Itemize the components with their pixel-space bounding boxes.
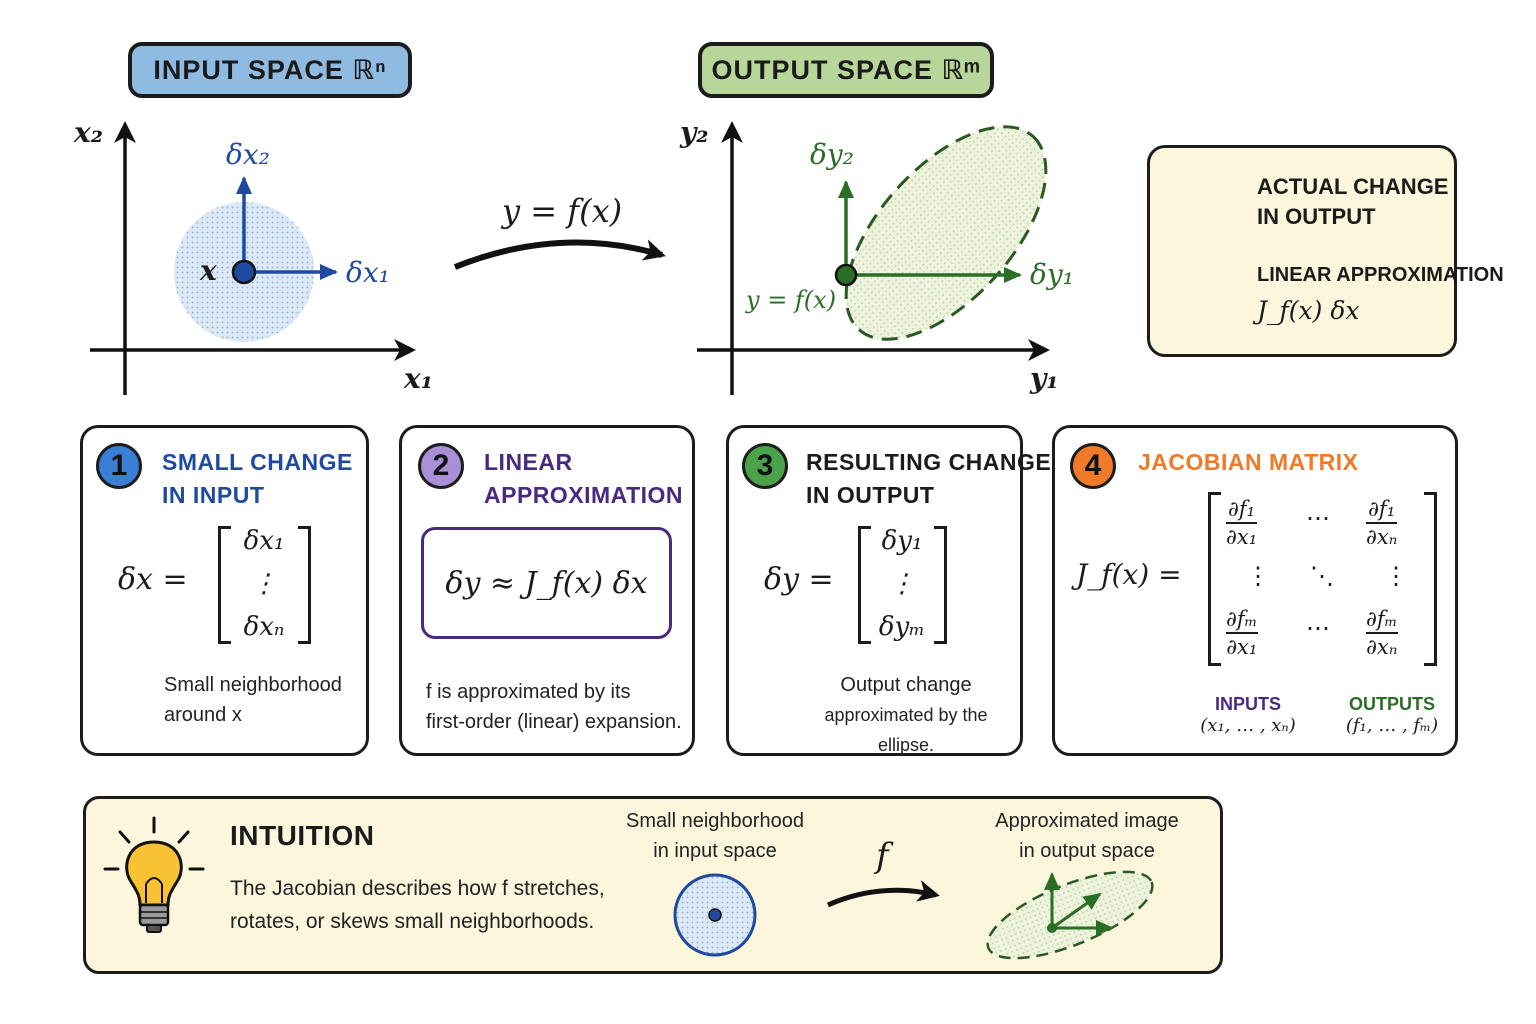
- intuition-text: The Jacobian describes how f stretches,r…: [230, 877, 605, 933]
- card-jacobian-matrix: [1052, 425, 1458, 756]
- card1-bracket-left: [218, 526, 231, 644]
- jacobian-top-hdots: ⋯: [1306, 504, 1330, 532]
- jacobian-top-right: ∂f₁∂xₙ: [1366, 497, 1398, 549]
- legend-box: [1147, 145, 1457, 357]
- card1-vector: δx₁ ⋮ δxₙ: [243, 526, 285, 642]
- intuition-map-label: f: [876, 836, 889, 876]
- lightbulb-icon: [103, 816, 205, 933]
- input-x-axis-label: x₁: [404, 362, 433, 395]
- card3-bracket-right: [934, 526, 947, 644]
- card4-number-badge: 4: [1070, 443, 1116, 489]
- card4-title: JACOBIAN MATRIX: [1138, 449, 1359, 475]
- legend-ellipse-formula: J_f(x) δx: [1257, 296, 1360, 325]
- card4-lhs: J_f(x) =: [1076, 558, 1182, 591]
- card2-formula: δy ≈ J_f(x) δx: [445, 565, 648, 601]
- card3-number-badge: 3: [742, 443, 788, 489]
- output-point: [834, 263, 858, 287]
- input-y-axis-label: x₂: [74, 116, 103, 149]
- intuition-map-arrow: [826, 880, 940, 908]
- card3-lhs: δy =: [764, 562, 834, 597]
- intuition-title: INTUITION: [230, 820, 375, 851]
- output-x-axis-label: y₁: [1030, 362, 1059, 395]
- card1-lhs: δx =: [118, 562, 188, 597]
- input-point: [231, 259, 257, 285]
- outputs-label: OUTPUTS (f₁, … , fₘ): [1345, 694, 1439, 736]
- jacobian-bottom-left: ∂fₘ∂x₁: [1226, 607, 1258, 659]
- card3-bracket-left: [858, 526, 871, 644]
- mapping-label: y = f(x): [502, 192, 623, 230]
- card4-bracket-right: [1424, 492, 1437, 666]
- output-plot: [697, 121, 1050, 395]
- card2-formula-box: δy ≈ J_f(x) δx: [421, 527, 672, 639]
- output-point-label: y = f(x): [746, 286, 837, 314]
- output-y-axis-label: y₂: [680, 116, 709, 149]
- jacobian-right-vdots: ⋮: [1384, 562, 1408, 590]
- card4-bracket-left: [1208, 492, 1221, 666]
- card2-number-badge: 2: [418, 443, 464, 489]
- jacobian-bottom-hdots: ⋯: [1306, 614, 1330, 642]
- jacobian-left-vdots: ⋮: [1246, 562, 1270, 590]
- delta-y1-label: δy₁: [1030, 258, 1074, 291]
- jacobian-ddots: ⋱: [1310, 562, 1334, 590]
- legend-arrow-label: ACTUAL CHANGE IN OUTPUT: [1257, 174, 1449, 229]
- input-point-label: x: [200, 254, 217, 287]
- jacobian-bottom-right: ∂fₘ∂xₙ: [1366, 607, 1398, 659]
- input-space-title: INPUT SPACE ℝⁿ: [128, 42, 412, 98]
- mapping-arrow: [453, 239, 666, 270]
- delta-x1-label: δx₁: [346, 256, 390, 289]
- jacobian-top-left: ∂f₁∂x₁: [1226, 497, 1258, 549]
- input-plot: [90, 121, 416, 395]
- card1-bracket-right: [298, 526, 311, 644]
- legend-ellipse-label: LINEAR APPROXIMATION: [1257, 264, 1504, 286]
- card3-vector: δy₁ ⋮ δyₘ: [878, 526, 926, 642]
- card1-number-badge: 1: [96, 443, 142, 489]
- output-space-title: OUTPUT SPACE ℝᵐ: [698, 42, 994, 98]
- output-ellipse: [844, 125, 1048, 341]
- inputs-label: INPUTS (x₁, … , xₙ): [1200, 694, 1296, 736]
- delta-x2-label: δx₂: [226, 138, 270, 171]
- delta-y2-label: δy₂: [810, 138, 854, 171]
